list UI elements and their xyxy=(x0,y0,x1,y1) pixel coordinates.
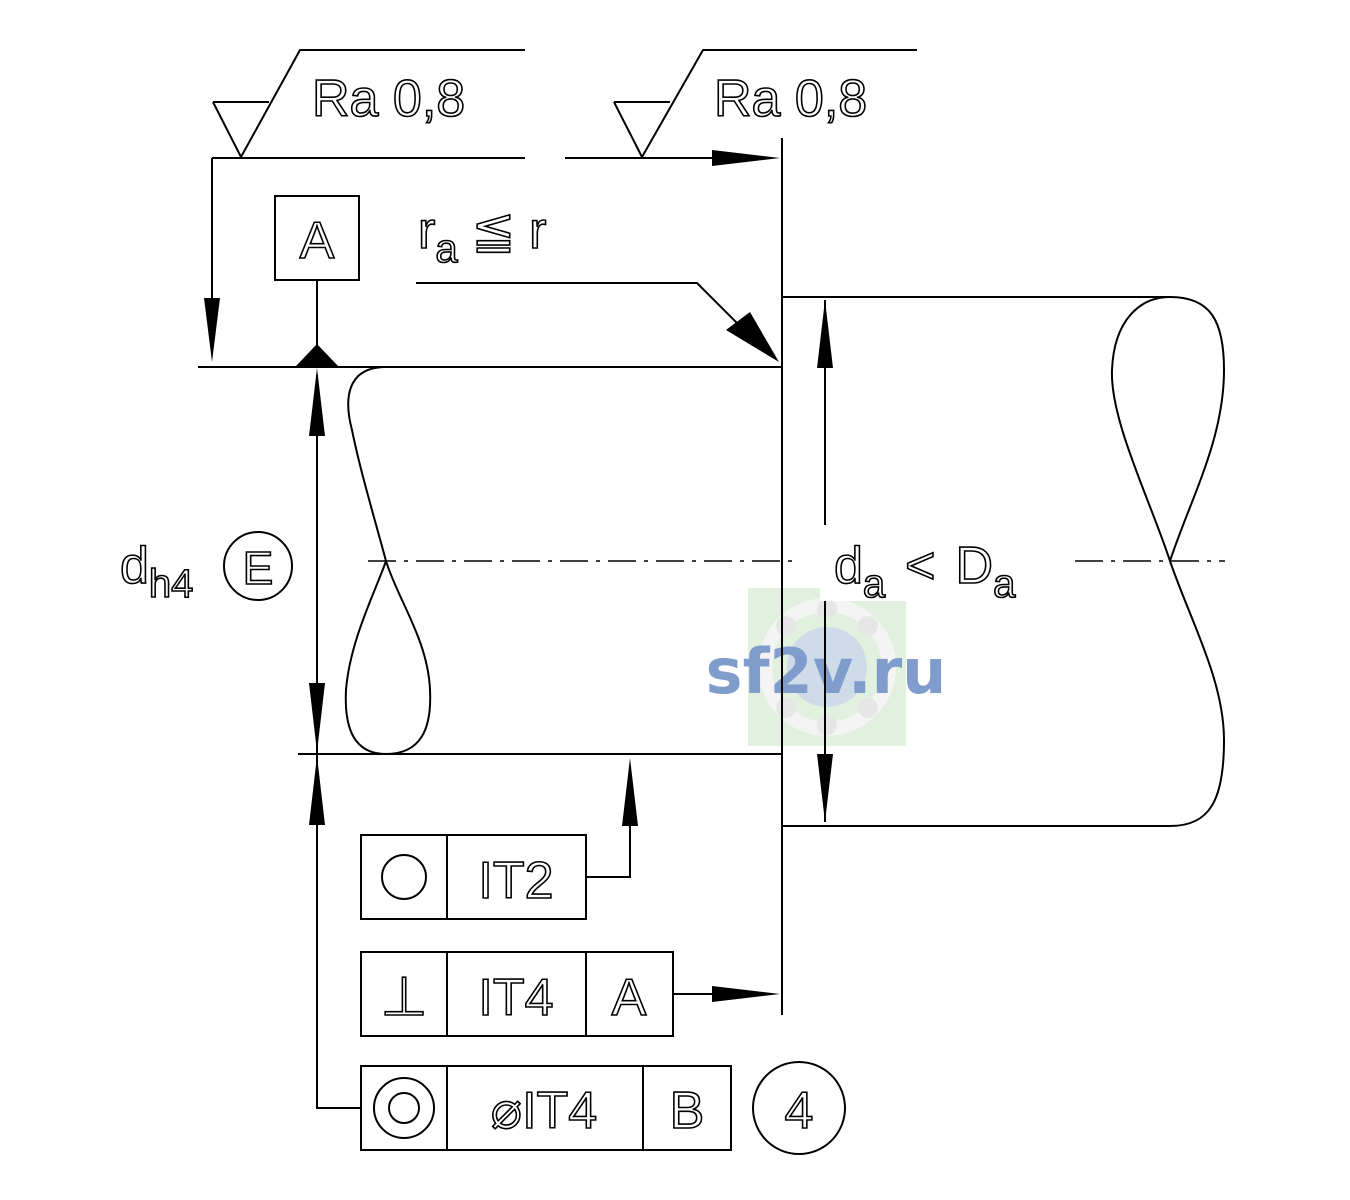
dimension-line-dh4 xyxy=(316,375,362,1109)
datum-a: A xyxy=(274,195,360,366)
radius-note-rhs: r xyxy=(529,202,546,260)
surface-finish-right-label: Ra 0,8 xyxy=(714,70,867,128)
fcf-concentricity-datum: B xyxy=(670,1082,705,1140)
fcf-perpendicularity-tolerance: IT4 xyxy=(478,969,553,1027)
perpendicularity-icon: ⊥ xyxy=(380,967,427,1027)
fcf-roundness-tolerance: IT2 xyxy=(478,852,553,910)
fcf-concentricity: ⌀IT4 B 4 xyxy=(360,1061,846,1155)
dimension-da-lhs-sub: a xyxy=(863,562,886,606)
dimension-da-relation: < xyxy=(905,537,935,595)
fcf-perpendicularity-datum: A xyxy=(612,969,647,1027)
shoulder-bottom-break xyxy=(782,560,1226,827)
concentricity-icon xyxy=(373,1077,435,1139)
fcf-roundness: IT2 xyxy=(360,758,638,920)
dimension-da-rhs-sub: a xyxy=(993,562,1016,606)
dimension-dh4-main: d xyxy=(120,537,149,595)
svg-text:da<Da: da<Da xyxy=(834,537,1016,606)
dimension-dh4: dh4 E xyxy=(119,368,362,1109)
radius-note: ra≦r xyxy=(416,201,779,362)
fcf-divider xyxy=(446,952,587,1036)
datum-label: A xyxy=(300,212,335,270)
envelope-circle-icon xyxy=(223,531,293,601)
fcf-concentricity-note: 4 xyxy=(785,1082,814,1140)
arrowhead xyxy=(712,986,780,1002)
shaft-break-line-loop xyxy=(344,560,387,755)
fcf-roundness-leader xyxy=(586,826,631,878)
arrowhead xyxy=(309,683,325,752)
shaft xyxy=(198,366,782,755)
svg-text:dh4: dh4 xyxy=(120,537,193,606)
radius-note-relation: ≦ xyxy=(472,202,516,260)
arrowhead xyxy=(817,754,833,822)
arrowhead xyxy=(622,758,638,826)
fcf-perpendicularity: ⊥ IT4 A xyxy=(360,951,780,1037)
radius-note-leader xyxy=(416,282,741,327)
envelope-label: E xyxy=(243,542,274,594)
arrowhead xyxy=(309,368,325,436)
fcf-frame xyxy=(360,1065,732,1151)
arrowhead xyxy=(204,298,220,362)
dimension-da-rhs: D xyxy=(956,537,994,595)
fcf-concentricity-tolerance: ⌀IT4 xyxy=(491,1082,597,1140)
fcf-divider xyxy=(446,1066,644,1150)
dimension-da-lhs: d xyxy=(834,537,863,595)
arrowhead xyxy=(726,312,779,362)
arrowhead xyxy=(712,150,780,166)
surface-finish-left: Ra 0,8 xyxy=(212,49,525,160)
note-circle xyxy=(752,1061,846,1155)
arrowhead xyxy=(817,300,833,368)
surface-finish-right: Ra 0,8 xyxy=(613,49,917,160)
radius-note-sub: a xyxy=(435,227,458,271)
surface-finish-left-label: Ra 0,8 xyxy=(312,70,465,128)
svg-text:ra≦r: ra≦r xyxy=(418,202,546,271)
radius-note-r: r xyxy=(418,202,435,260)
shoulder-top-break xyxy=(782,296,1226,565)
dimension-dh4-sub: h4 xyxy=(149,562,194,606)
arrowhead xyxy=(309,756,325,825)
dimension-da: da<Da xyxy=(817,300,1070,822)
shoulder xyxy=(782,296,1226,827)
datum-triangle-icon xyxy=(296,344,338,366)
circularity-icon xyxy=(381,854,427,900)
